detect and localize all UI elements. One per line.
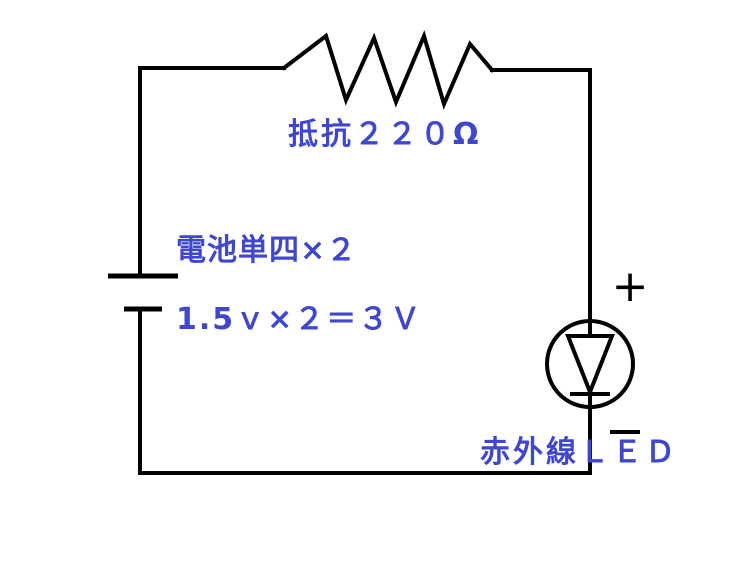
wire-bottom xyxy=(138,308,592,475)
led-symbol xyxy=(545,319,635,409)
wire-top-right xyxy=(490,68,592,324)
battery-label: 電池単四×２ xyxy=(176,233,358,268)
wire-top-left xyxy=(138,66,286,277)
led-label: 赤外線ＬＥＤ xyxy=(480,435,678,470)
resistor-label: 抵抗２２０Ω xyxy=(288,117,482,152)
resistor-symbol xyxy=(281,30,495,110)
voltage-label: 1.5ｖ×２＝３Ｖ xyxy=(176,302,423,337)
plus-sign: + xyxy=(612,261,649,312)
led-triangle xyxy=(565,334,615,398)
